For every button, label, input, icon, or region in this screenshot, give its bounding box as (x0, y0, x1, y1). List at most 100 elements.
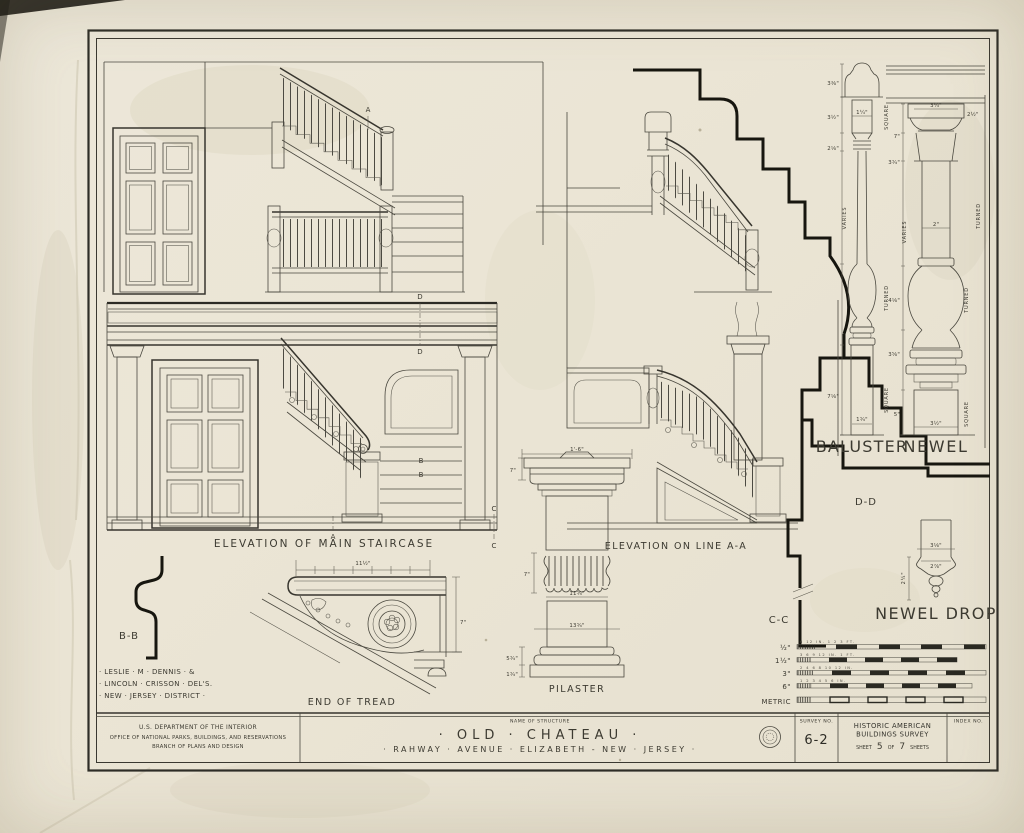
section-marker-a-top: A (366, 106, 371, 114)
index-no-label: INDEX NO. (954, 719, 983, 725)
newel-dim-cap-h: 7" (894, 134, 900, 140)
paper-stains (32, 59, 995, 833)
tread-scroll-bracket (299, 595, 425, 654)
elevation-aa-label: ELEVATION ON LINE A-A (605, 541, 747, 552)
pilaster-dim-base-h1: 5¾" (506, 656, 518, 662)
section-marker-c-top: C (492, 505, 497, 513)
upper-staircase-elevation-drawing: A (103, 61, 544, 295)
pilaster-capital (523, 451, 631, 497)
credit-line-3: · NEW · JERSEY · DISTRICT · (99, 692, 205, 700)
upper-flight (271, 67, 396, 216)
newel-dim-sub-h: 3¾" (888, 160, 900, 166)
name-of-structure-label: NAME OF STRUCTURE (510, 719, 570, 725)
agency-line-1: U.S. DEPARTMENT OF THE INTERIOR (139, 724, 257, 731)
index-no-cell: INDEX NO. (954, 719, 983, 725)
scan-edge-shadow (0, 0, 125, 62)
delineator-credits: · LESLIE · M · DENNIS · & · LINCOLN · CR… (99, 668, 213, 700)
baluster-dim-base: 7⅛" (827, 394, 839, 400)
survey-no-value: 6-2 (804, 733, 828, 748)
scale-row3-label: 3" (782, 670, 791, 678)
baluster-dim-width: 1¼" (856, 110, 868, 116)
pilaster-dim-cap-h: 7" (510, 468, 516, 474)
baluster-detail-drawing: 3⅜" 3½" 2⅛" 7⅛" 1¼" 1¾" SQUARE TURNED SQ… (816, 62, 986, 456)
section-cc-label: C-C (769, 615, 790, 626)
newel-dim-cap-side: 2½" (967, 111, 979, 118)
habs-line-1: HISTORIC AMERICAN (854, 722, 931, 730)
baluster-label: BALUSTER (816, 437, 909, 456)
structure-name-cell: NAME OF STRUCTURE · OLD · CHATEAU · · RA… (383, 719, 781, 754)
main-flight (280, 337, 383, 523)
newel-dim-lower: 3⅝" (888, 352, 900, 358)
newel-outer-turned-word: TURNED (976, 203, 982, 230)
scale-row2-ticks: 3 6 9 12 IN. 1 FT. (800, 653, 856, 657)
habs-line-2: BUILDINGS SURVEY (856, 731, 929, 739)
wainscot-panel (384, 369, 459, 435)
baluster-turned-word: TURNED (884, 285, 890, 312)
newel-dim-base-width: 3½" (930, 420, 942, 427)
baluster-dim-neck: 2⅛" (827, 146, 839, 152)
pilaster-section-break: 7" 11¾" (524, 552, 611, 598)
aa-newel-cluster (749, 457, 787, 523)
scale-row2-label: 1½" (775, 657, 791, 665)
tread-dim-height: 7" (460, 620, 466, 626)
habs-cell: HISTORIC AMERICAN BUILDINGS SURVEY SHEET… (854, 722, 931, 752)
survey-stamp-seal (759, 726, 781, 748)
main-steps (107, 446, 497, 531)
pilaster-detail-drawing: 1'-6" 7" 11¾" 13¾" 5¾" 1¾" (506, 447, 633, 695)
border-frame (87, 29, 999, 772)
agency-cell: U.S. DEPARTMENT OF THE INTERIOR OFFICE O… (110, 724, 286, 750)
baluster-silhouette (840, 62, 884, 436)
credit-line-2: · LINCOLN · CRISSON · DEL'S. (99, 680, 213, 688)
pilaster-base (529, 646, 625, 678)
agency-line-3: BRANCH OF PLANS AND DESIGN (152, 744, 244, 750)
entablature (107, 301, 498, 346)
end-of-tread-detail-drawing: 11½" 7" END OF TREAD (249, 560, 466, 708)
newel-drop-detail-drawing: 3⅛" 2⅞" 2¼" NEWEL DROP (875, 519, 997, 623)
scale-row1-ticks: 6 12 IN. 1 2 3 FT. (800, 640, 856, 644)
bb-profile-drawing: B-B (119, 556, 164, 660)
newel-dim-base-h: 5" (894, 412, 900, 418)
newel-drop-label: NEWEL DROP (875, 604, 997, 623)
structure-name: · OLD · CHATEAU · (439, 728, 642, 743)
baluster-dim-square: 3½" (827, 114, 839, 121)
section-bb-label: B-B (119, 631, 139, 642)
scale-row1-label: ½" (780, 644, 791, 652)
newel-varies-word: VARIES (902, 221, 908, 244)
landing-balustrade (265, 205, 465, 293)
newel-detail-drawing: 3¼" 2½" 7" 3¾" 2" 4⅛" 3⅝" 5" 3½" VARIES … (888, 103, 982, 456)
elevation-line-aa-drawing: ELEVATION ON LINE A-A (536, 111, 798, 552)
pilaster-dim-base-h2: 1¾" (506, 672, 518, 678)
pilaster-dim-base-width: 13¾" (569, 623, 584, 629)
section-marker-d-bottom: D (417, 348, 422, 356)
scale-row4-label: 6" (782, 683, 791, 691)
baluster-dim-base-width: 1¾" (856, 417, 868, 423)
section-marker-a-bottom: A (331, 533, 336, 541)
title-block: U.S. DEPARTMENT OF THE INTERIOR OFFICE O… (96, 712, 990, 762)
newel-silhouette (900, 103, 975, 436)
main-staircase-elevation-drawing: D D B B C C A ELEVATION OF MAIN STAIRCAS… (106, 293, 498, 550)
pilaster-dim-top-width: 1'-6" (570, 447, 584, 453)
baluster-varies-word: VARIES (842, 207, 848, 230)
agency-line-2: OFFICE OF NATIONAL PARKS, BUILDINGS, AND… (110, 735, 286, 741)
tread-dim-width: 11½" (355, 560, 370, 567)
aa-lower-flight (656, 369, 758, 521)
upper-steps-fascia (392, 195, 464, 292)
surv ey-no-label: SURVEY NO. (800, 719, 833, 725)
newel-turned-word: TURNED (964, 287, 970, 314)
newel-dim-bulb: 4⅛" (888, 298, 900, 304)
aa-upper-flight (659, 137, 772, 293)
section-dd-label: D-D (855, 497, 877, 508)
end-of-tread-label: END OF TREAD (308, 697, 396, 708)
cornice-section-profile: D-D C-C (633, 68, 990, 648)
door-upper (112, 127, 206, 295)
right-pilaster (457, 345, 493, 531)
pilaster-label: PILASTER (549, 684, 605, 695)
newel-drop-dim-side: 2¼" (901, 572, 907, 585)
pilaster-dim-shaft-width: 11¾" (569, 591, 584, 597)
survey-no-cell: SURVEY NO. 6-2 (800, 719, 833, 749)
newel-dim-cap-width: 3¼" (930, 103, 942, 109)
baluster-square-word-bottom: SQUARE (884, 387, 890, 413)
section-marker-d-top: D (417, 293, 422, 301)
